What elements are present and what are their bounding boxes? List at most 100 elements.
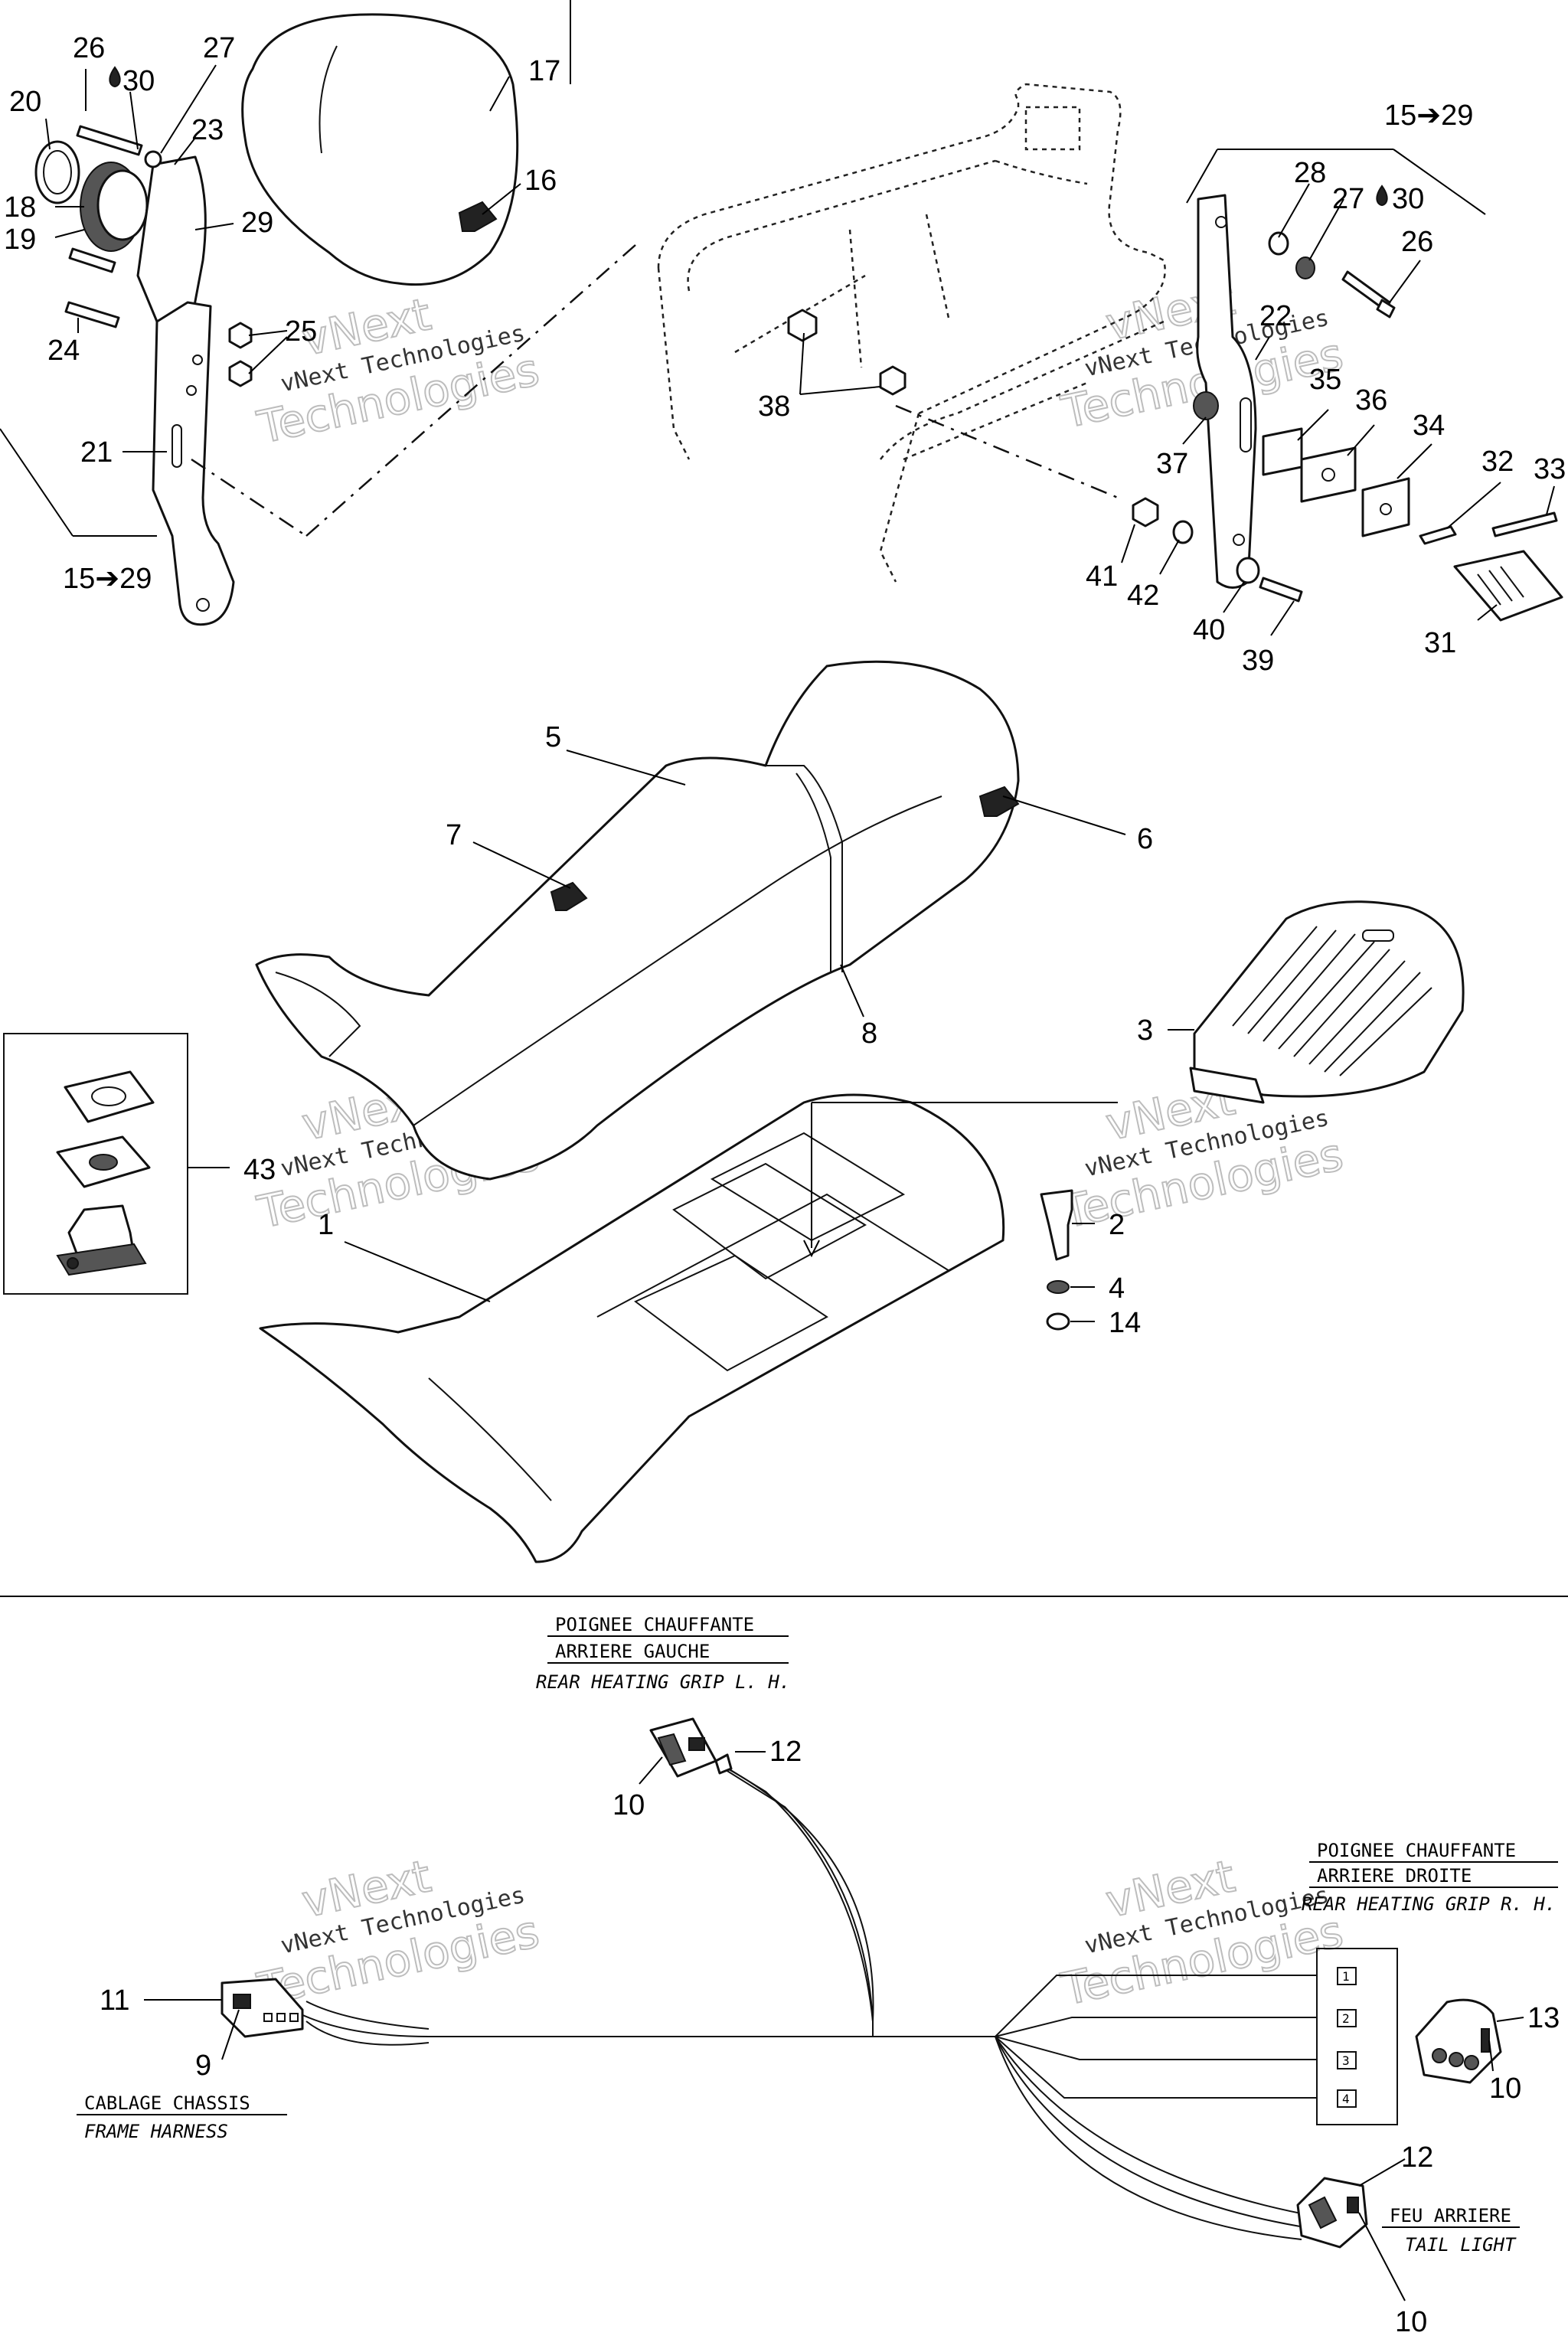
callout-9: 9 (195, 2050, 211, 2082)
callout-24: 24 (47, 335, 80, 367)
callout-23: 23 (191, 114, 224, 146)
callout-35: 35 (1309, 364, 1341, 396)
left-bracket-assembly (0, 0, 636, 626)
right-grip-label-fr-2: ARRIERE DROITE (1317, 1865, 1472, 1886)
callout-26: 26 (1401, 226, 1433, 258)
clamp-plate (1361, 477, 1410, 537)
callout-29: 29 (241, 207, 273, 239)
callout-15-29: 15➔29 (63, 563, 152, 595)
callout-40: 40 (1193, 614, 1225, 646)
pin-box (1316, 1948, 1398, 2125)
inset-kit-box (3, 1033, 188, 1295)
callout-18: 18 (4, 191, 36, 224)
callout-15-29: 15➔29 (1384, 100, 1473, 132)
pin-4: 4 (1342, 2092, 1350, 2106)
right-bracket-assembly (1132, 149, 1563, 622)
nut (1132, 497, 1159, 528)
callout-14: 14 (1109, 1307, 1141, 1339)
storage-box (1193, 900, 1465, 1098)
callout-20: 20 (9, 86, 41, 118)
callout-21: 21 (80, 436, 113, 469)
screw (68, 247, 116, 273)
washer (1172, 520, 1194, 544)
callout-10: 10 (1395, 2306, 1427, 2338)
callout-43: 43 (243, 1154, 276, 1186)
left-grip-label-fr-1: POIGNEE CHAUFFANTE (555, 1614, 754, 1635)
gasket (64, 1070, 155, 1123)
tail-light-label-en: TAIL LIGHT (1405, 2234, 1517, 2256)
callout-10: 10 (1489, 2073, 1521, 2105)
callout-3: 3 (1137, 1014, 1153, 1047)
callout-38: 38 (758, 390, 790, 423)
right-grip-label-en: REAR HEATING GRIP R. H. (1302, 1893, 1556, 1915)
side-bracket (152, 301, 235, 626)
left-grip-label-fr-2: ARRIERE GAUCHE (555, 1641, 710, 1662)
callout-25: 25 (285, 315, 317, 348)
callout-11: 11 (100, 1984, 129, 2017)
callout-30: 30 (122, 65, 155, 97)
left-grip-connector (649, 1717, 733, 1778)
washer (1295, 256, 1315, 279)
right-grip-connector (1415, 1998, 1502, 2084)
screw (76, 125, 143, 156)
storage-box-assembly (1189, 900, 1465, 1104)
seat-base (259, 1093, 1005, 1563)
seat-cushion (255, 660, 1020, 1181)
luggage-rack (657, 83, 1166, 583)
callout-12: 12 (1401, 2141, 1433, 2174)
callout-37: 37 (1156, 448, 1188, 480)
callout-42: 42 (1127, 580, 1159, 612)
washer (1193, 391, 1219, 420)
pin-1: 1 (1342, 1969, 1350, 1984)
tail-light-label-fr: FEU ARRIERE (1390, 2205, 1511, 2226)
callout-33: 33 (1534, 453, 1566, 485)
wiring-harness: 1 2 3 4 POIGNEE CHAUFFANTE ARRIERE GAUCH… (77, 1614, 1558, 2256)
callout-39: 39 (1242, 645, 1274, 677)
washer (1268, 231, 1289, 256)
callout-12: 12 (769, 1736, 802, 1768)
tag-icon (458, 201, 498, 232)
nut (1046, 1312, 1070, 1331)
callout-1: 1 (318, 1209, 334, 1241)
nut (879, 365, 906, 396)
pin (1419, 525, 1457, 545)
callout-10: 10 (612, 1789, 645, 1821)
callout-5: 5 (545, 721, 561, 753)
callout-8: 8 (861, 1018, 877, 1050)
frame-harness-connector (220, 1978, 304, 2038)
leader-lines (45, 64, 1555, 2301)
callout-16: 16 (524, 165, 557, 197)
callout-22: 22 (1259, 300, 1292, 332)
tag-icon (978, 786, 1020, 817)
callout-2: 2 (1109, 1209, 1125, 1241)
screw (64, 301, 120, 328)
callout-6: 6 (1137, 823, 1153, 855)
shoulder-bolt (1040, 1189, 1073, 1261)
callout-31: 31 (1424, 627, 1456, 659)
rod (1491, 511, 1558, 537)
tail-light-connector (1296, 2177, 1368, 2249)
callout-34: 34 (1413, 410, 1445, 442)
drop-icon (109, 66, 121, 87)
washer (1236, 557, 1260, 584)
bolt (1259, 577, 1303, 603)
pin-3: 3 (1342, 2053, 1350, 2068)
callout-30: 30 (1392, 183, 1424, 215)
frame-harness-label-fr: CABLAGE CHASSIS (84, 2092, 250, 2114)
tag-icon (550, 881, 588, 911)
callout-13: 13 (1527, 2002, 1560, 2034)
frame-harness-label-en: FRAME HARNESS (84, 2121, 228, 2142)
callout-27: 27 (1332, 183, 1364, 215)
callout-41: 41 (1086, 560, 1118, 593)
right-grip-label-fr-1: POIGNEE CHAUFFANTE (1317, 1840, 1516, 1861)
callout-32: 32 (1481, 446, 1514, 478)
nut (228, 322, 253, 349)
base-fasteners (1040, 1189, 1073, 1331)
spacer-plate (1262, 427, 1303, 476)
pin-labels: 1 2 3 4 (1337, 1967, 1357, 2108)
callout-19: 19 (4, 224, 36, 256)
left-grip-label-en: REAR HEATING GRIP L. H. (536, 1671, 790, 1693)
drop-icon (1376, 185, 1388, 206)
callout-26: 26 (73, 32, 105, 64)
